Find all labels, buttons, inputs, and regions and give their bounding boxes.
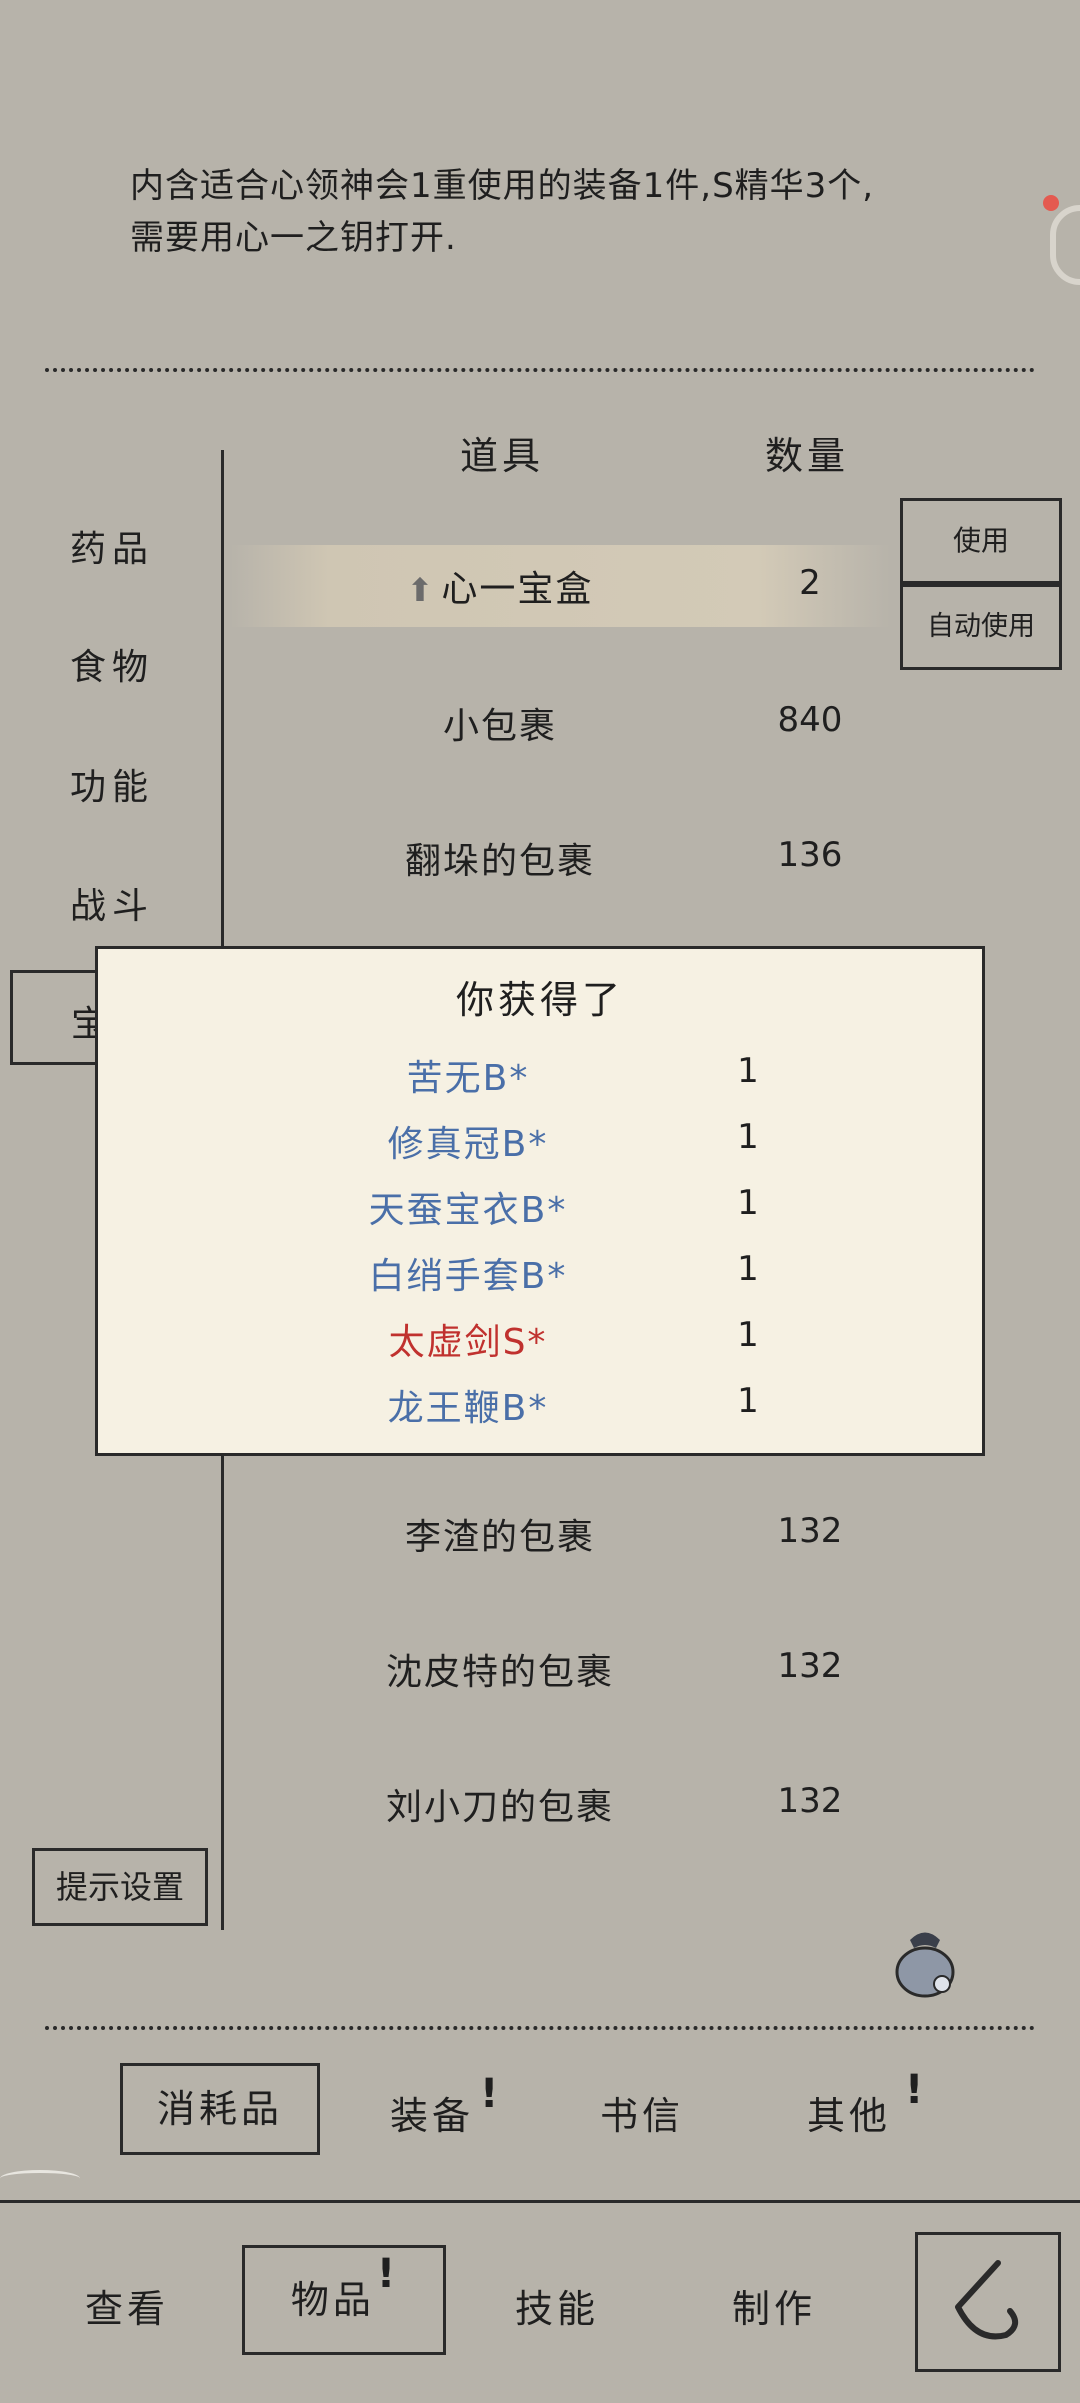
header-item: 道具 — [460, 434, 545, 478]
notification-dot-icon — [1043, 195, 1059, 211]
nav-craft[interactable]: 制作 — [732, 2287, 817, 2331]
item-row-name[interactable]: ⬆心一宝盒 — [290, 560, 710, 612]
tab-consumables[interactable]: 消耗品 — [120, 2063, 320, 2155]
loot-item-name: 天蚕宝衣B* — [368, 1190, 568, 1231]
item-row-name[interactable]: 刘小刀的包裹 — [385, 1787, 614, 1828]
nav-items[interactable]: 物品! — [242, 2245, 446, 2355]
selected-row-highlight — [230, 545, 890, 627]
item-description: 内含适合心领神会1重使用的装备1件,S精华3个, 需要用心一之钥打开. — [130, 160, 990, 264]
bottom-nav — [0, 2200, 1080, 2403]
item-row-count: 2 — [799, 563, 821, 603]
divider-bottom — [45, 2026, 1035, 2030]
tab-equipment-label: 装备 — [390, 2094, 475, 2138]
item-row-count: 132 — [777, 1781, 843, 1821]
loot-item-name: 修真冠B* — [387, 1124, 549, 1165]
tab-others-label: 其他 — [807, 2094, 892, 2138]
auto-use-button[interactable]: 自动使用 — [900, 584, 1062, 670]
item-name-label: 心一宝盒 — [441, 569, 594, 610]
item-row-name[interactable]: 沈皮特的包裹 — [385, 1652, 614, 1693]
loot-item-qty: 1 — [737, 1381, 759, 1421]
tab-others[interactable]: 其他! — [807, 2067, 923, 2140]
loot-item-qty: 1 — [737, 1051, 759, 1091]
category-function[interactable]: 功能 — [70, 767, 155, 808]
arrow-up-icon: ⬆ — [406, 571, 436, 609]
tab-letters[interactable]: 书信 — [600, 2094, 685, 2138]
nav-items-label: 物品 — [290, 2278, 375, 2322]
category-medicine[interactable]: 药品 — [70, 529, 155, 570]
nav-view[interactable]: 查看 — [85, 2287, 170, 2331]
item-row-count: 136 — [777, 835, 843, 875]
popup-title: 你获得了 — [455, 978, 624, 1022]
description-line-1: 内含适合心领神会1重使用的装备1件,S精华3个, — [130, 166, 875, 206]
item-row-count: 840 — [777, 700, 843, 740]
loot-item-qty: 1 — [737, 1183, 759, 1223]
alert-mark: ! — [905, 2067, 928, 2113]
loot-item-qty: 1 — [737, 1117, 759, 1157]
nav-skills[interactable]: 技能 — [515, 2287, 600, 2331]
side-widget-icon[interactable] — [1050, 205, 1080, 285]
hint-settings-button[interactable]: 提示设置 — [32, 1848, 208, 1926]
back-button[interactable] — [915, 2232, 1061, 2372]
category-combat[interactable]: 战斗 — [70, 886, 155, 927]
use-button[interactable]: 使用 — [900, 498, 1062, 584]
category-food[interactable]: 食物 — [70, 647, 155, 688]
item-row-name[interactable]: 李渣的包裹 — [404, 1517, 595, 1558]
divider-top — [45, 368, 1035, 372]
item-row-count: 132 — [777, 1511, 843, 1551]
item-row-name[interactable]: 翻垛的包裹 — [404, 841, 595, 882]
loot-item-name: 白绡手套B* — [368, 1256, 568, 1297]
loot-item-name: 苦无B* — [406, 1058, 530, 1099]
back-chevron-icon — [955, 2260, 1019, 2340]
loot-item-name: 太虚剑S* — [388, 1322, 548, 1363]
decorative-wave — [0, 2170, 80, 2187]
item-row-name[interactable]: 小包裹 — [442, 706, 557, 747]
alert-mark: ! — [376, 2251, 400, 2297]
tab-equipment[interactable]: 装备! — [390, 2071, 498, 2140]
loot-item-qty: 1 — [737, 1249, 759, 1289]
bag-icon[interactable] — [890, 1920, 960, 2000]
loot-item-qty: 1 — [737, 1315, 759, 1355]
item-row-count: 132 — [777, 1646, 843, 1686]
reward-popup[interactable]: 你获得了 苦无B* 1 修真冠B* 1 天蚕宝衣B* 1 白绡手套B* 1 太虚… — [95, 946, 985, 1456]
header-count: 数量 — [765, 434, 850, 478]
alert-mark: ! — [480, 2071, 503, 2117]
description-line-2: 需要用心一之钥打开. — [130, 218, 457, 258]
loot-item-name: 龙王鞭B* — [387, 1388, 549, 1429]
